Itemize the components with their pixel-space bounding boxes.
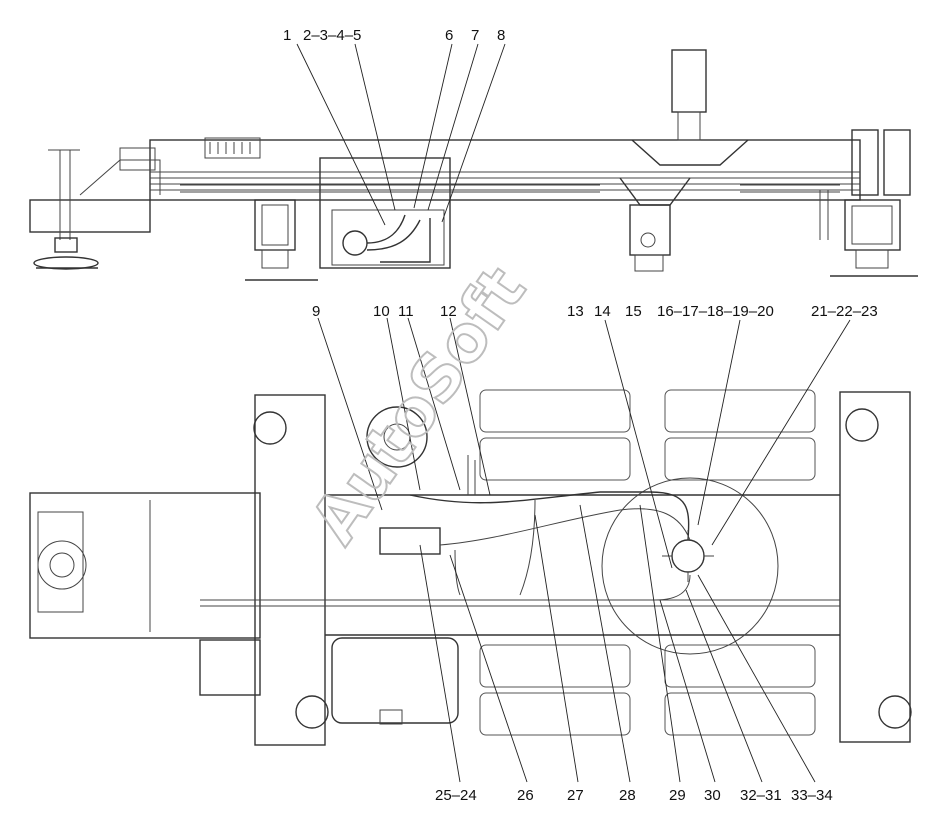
control-box-plan [199,639,261,696]
oil-tank-side [319,157,451,269]
callout-12: 12 [440,303,457,320]
center-slewing-ring [629,204,671,256]
left-outrigger-beam [29,199,151,233]
callout-29: 29 [669,787,686,804]
callout-1: 1 [283,27,291,44]
oil-tank-plan [331,637,459,724]
left-outrigger-plan [29,492,261,639]
tire-rear-right-a [664,644,816,688]
callout-27: 27 [567,787,584,804]
right-cross-member [839,391,911,743]
callout-7: 7 [471,27,479,44]
pump-circle [342,230,368,256]
pump-plan [366,406,428,468]
callout-14: 14 [594,303,611,320]
callout-10: 10 [373,303,390,320]
callout-9: 9 [312,303,320,320]
callout-6: 6 [445,27,453,44]
tire-front-right-b [664,437,816,481]
side-view [29,49,918,281]
slewing-ring-plan [601,477,779,655]
callout-21-22-23: 21–22–23 [811,303,878,320]
callout-26: 26 [517,787,534,804]
callout-16-17-18-19-20: 16–17–18–19–20 [657,303,774,320]
callout-32-31: 32–31 [740,787,782,804]
callout-30: 30 [704,787,721,804]
right-column-a [851,129,879,196]
leader-lines [296,43,851,783]
rotary-joint [671,539,705,573]
callout-15: 15 [625,303,642,320]
callout-28: 28 [619,787,636,804]
tire-rear-left-b [479,692,631,736]
tire-front-left-b [479,437,631,481]
tire-front-left-a [479,389,631,433]
right-column-b [883,129,911,196]
plan-view [29,389,912,746]
left-jack-cylinder [254,199,296,251]
tire-rear-right-b [664,692,816,736]
pump-valve-block-plan [379,527,441,555]
control-valve-block [204,137,261,159]
callout-33-34: 33–34 [791,787,833,804]
callout-8: 8 [497,27,505,44]
callout-2-3-4-5: 2–3–4–5 [303,27,361,44]
tire-rear-left-a [479,644,631,688]
left-outrigger-pad-plan [37,540,87,590]
callout-labels: 1 2–3–4–5 6 7 8 9 10 11 12 13 14 15 16–1… [283,27,878,804]
callout-13: 13 [567,303,584,320]
left-cross-member [254,394,326,746]
left-outrigger-pad [33,256,99,270]
callout-11: 11 [398,303,414,320]
callout-25-24: 25–24 [435,787,477,804]
tire-front-right-a [664,389,816,433]
side-frame [149,139,861,201]
rotary-column-top [671,49,707,113]
